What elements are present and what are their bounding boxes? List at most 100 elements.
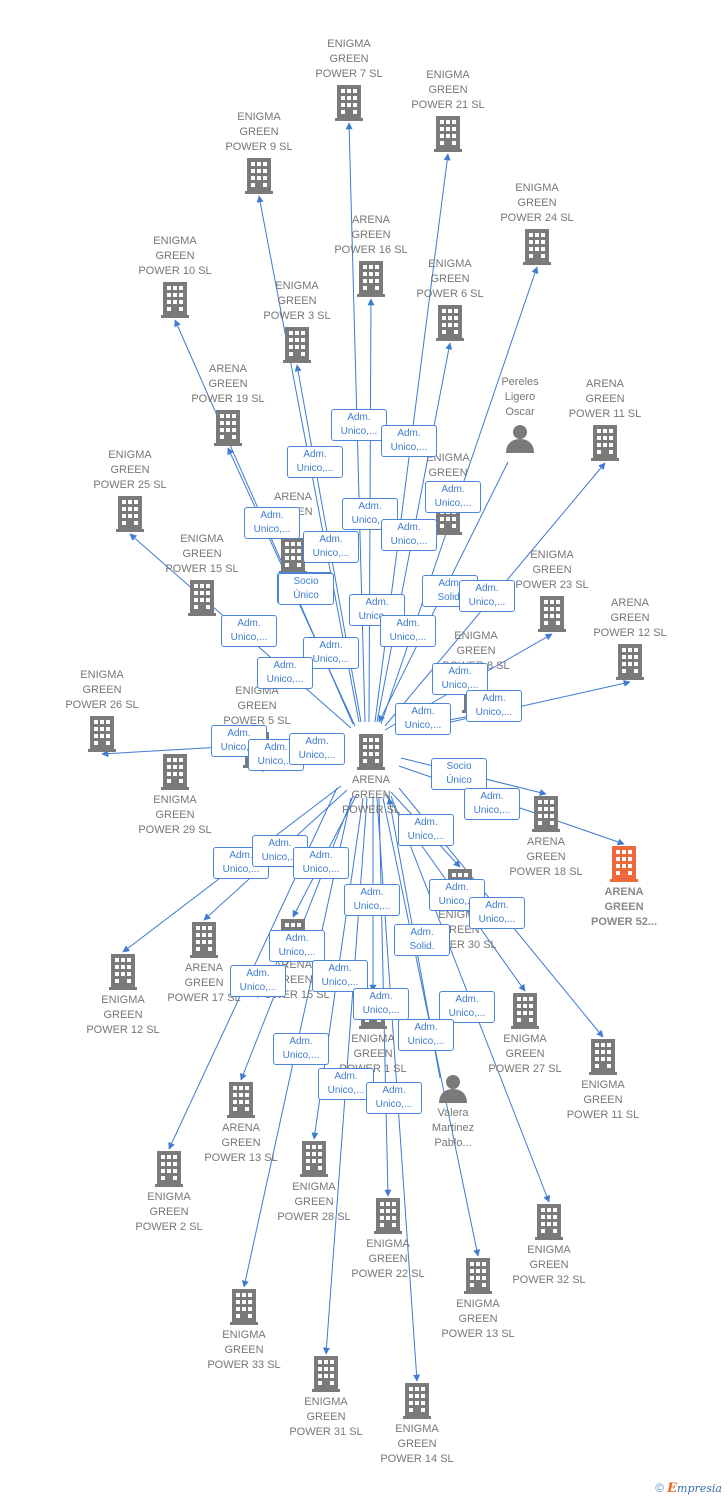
building-icon-n_e24[interactable] [523,229,551,265]
building-icon-n_e33[interactable] [230,1289,258,1325]
node-label-n_e25[interactable]: ENIGMA GREEN POWER 25 SL [93,449,167,491]
node-label-n_e8[interactable]: ENIGMA GREEN POWER 8 SL [442,630,510,672]
edge-role-label[interactable]: Adm. Unico,... [380,615,436,647]
node-label-n_e15[interactable]: ENIGMA GREEN POWER 15 SL [165,533,239,575]
edge-role-label[interactable]: Adm. Unico,... [425,481,481,513]
node-label-n_a16[interactable]: ARENA GREEN POWER 16 SL [334,214,408,256]
edge-role-label[interactable]: Adm. Unico,... [353,988,409,1020]
edge-role-label[interactable]: Adm. Unico,... [398,1019,454,1051]
building-icon-n_e9[interactable] [245,158,273,194]
node-label-n_e28[interactable]: ENIGMA GREEN POWER 28 SL [277,1181,351,1223]
building-icon-n_e32[interactable] [535,1204,563,1240]
edge-role-label[interactable]: Adm. Unico,... [213,847,269,879]
node-label-n_e22[interactable]: ENIGMA GREEN POWER 22 SL [351,1238,425,1280]
edge-role-label[interactable]: Adm. Unico,... [269,930,325,962]
edge-role-label[interactable]: Adm. Unico,... [221,615,277,647]
building-icon-n_a12top[interactable] [616,644,644,680]
node-label-n_valera[interactable]: Valera Martinez Pablo... [431,1107,475,1149]
building-icon-n_e22[interactable] [374,1198,402,1234]
edge-role-label[interactable]: Adm. Unico,... [293,847,349,879]
node-label-n_e11b[interactable]: ENIGMA GREEN POWER 11 SL [566,1079,640,1121]
edge-role-label[interactable]: Adm. Unico,... [303,531,359,563]
node-label-n_e13[interactable]: ENIGMA GREEN POWER 13 SL [441,1298,515,1340]
node-label-n_a11top[interactable]: ARENA GREEN POWER 11 SL [568,378,642,420]
building-icon-n_e10[interactable] [161,282,189,318]
edge-role-label[interactable]: Adm. Unico,... [257,657,313,689]
building-icon-n_e31[interactable] [312,1356,340,1392]
node-label-n_e21[interactable]: ENIGMA GREEN POWER 21 SL [411,69,485,111]
node-label-n_a52[interactable]: ARENA GREEN POWER 52... [590,886,658,928]
edge-role-label[interactable]: Adm. Unico,... [466,690,522,722]
node-label-n_a12top[interactable]: ARENA GREEN POWER 12 SL [593,597,667,639]
node-label-n_e2[interactable]: ENIGMA GREEN POWER 2 SL [135,1191,203,1233]
building-icon-n_e26[interactable] [88,716,116,752]
building-icon-n_e13[interactable] [464,1258,492,1294]
edge-role-label[interactable]: Adm. Unico,... [439,991,495,1023]
building-icon-n_e21[interactable] [434,116,462,152]
node-label-n_e26[interactable]: ENIGMA GREEN POWER 26 SL [65,669,139,711]
building-icon-n_e29[interactable] [161,754,189,790]
node-label-n_a18[interactable]: ARENA GREEN POWER 18 SL [509,836,583,878]
edge-role-label[interactable]: Adm. Unico,... [381,425,437,457]
edge-role-label[interactable]: Adm. Unico,... [244,507,300,539]
building-icon-n_e14[interactable] [403,1383,431,1419]
node-label-n_e12b[interactable]: ENIGMA GREEN POWER 12 SL [86,994,160,1036]
node-label-n_e33[interactable]: ENIGMA GREEN POWER 33 SL [207,1329,281,1371]
node-label-n_e23[interactable]: ENIGMA GREEN POWER 23 SL [515,549,589,591]
node-label-n_a19[interactable]: ARENA GREEN POWER 19 SL [191,363,265,405]
edge-role-label[interactable]: Socio Único [278,573,334,605]
edge-role-label[interactable]: Adm. Unico,... [366,1082,422,1114]
edge-role-label[interactable]: Adm. Solid. [394,924,450,956]
node-label-n_e10[interactable]: ENIGMA GREEN POWER 10 SL [138,235,212,277]
node-label-center[interactable]: ARENA GREEN POWER SL [341,774,401,816]
building-icon-n_e15[interactable] [188,580,216,616]
node-label-n_a13[interactable]: ARENA GREEN POWER 13 SL [204,1122,278,1164]
person-icon-n_pereles[interactable] [506,425,534,453]
edge-role-label[interactable]: Adm. Unico,... [381,519,437,551]
building-icon-n_a13[interactable] [227,1082,255,1118]
node-label-n_e5[interactable]: ENIGMA GREEN POWER 5 SL [223,685,291,727]
building-icon-n_a17[interactable] [190,922,218,958]
node-label-n_e7[interactable]: ENIGMA GREEN POWER 7 SL [315,38,383,80]
node-label-n_e9[interactable]: ENIGMA GREEN POWER 9 SL [225,111,293,153]
node-label-n_e3[interactable]: ENIGMA GREEN POWER 3 SL [263,280,331,322]
building-icon-n_a16[interactable] [357,261,385,297]
node-label-n_e14[interactable]: ENIGMA GREEN POWER 14 SL [380,1423,454,1465]
edge-role-label[interactable]: Adm. Unico,... [344,884,400,916]
edge-role-label[interactable]: Adm. Unico,... [273,1033,329,1065]
node-label-n_e29[interactable]: ENIGMA GREEN POWER 29 SL [138,794,212,836]
building-icon-n_e27[interactable] [511,993,539,1029]
building-icon-n_a52[interactable] [610,846,638,882]
node-label-n_e31[interactable]: ENIGMA GREEN POWER 31 SL [289,1396,363,1438]
building-icon-n_e3[interactable] [283,327,311,363]
edge-role-label[interactable]: Adm. Unico,... [342,498,398,530]
edge-role-label[interactable]: Adm. Unico,... [432,663,488,695]
building-icon-n_e28[interactable] [300,1141,328,1177]
edge-role-label[interactable]: Adm. Unico,... [312,960,368,992]
node-label-n_e27[interactable]: ENIGMA GREEN POWER 27 SL [488,1033,562,1075]
building-icon-n_a19[interactable] [214,410,242,446]
edge-role-label[interactable]: Adm. Unico,... [469,897,525,929]
building-icon-n_e25[interactable] [116,496,144,532]
building-icon-n_a11top[interactable] [591,425,619,461]
edge-role-label[interactable]: Adm. Unico,... [318,1068,374,1100]
edge-role-label[interactable]: Adm. Unico,... [331,409,387,441]
edge-role-label[interactable]: Adm. Unico,... [398,814,454,846]
building-icon-n_e23[interactable] [538,596,566,632]
building-icon-n_a18[interactable] [532,796,560,832]
edge-role-label[interactable]: Adm. Unico,... [395,703,451,735]
edge-role-label[interactable]: Adm. Unico,... [464,788,520,820]
edge-role-label[interactable]: Adm. Unico,... [459,580,515,612]
building-icon-n_e2[interactable] [155,1151,183,1187]
node-label-n_e32[interactable]: ENIGMA GREEN POWER 32 SL [512,1244,586,1286]
edge-role-label[interactable]: Adm. Unico,... [287,446,343,478]
edge-role-label[interactable]: Adm. Unico,... [289,733,345,765]
edge-role-label[interactable]: Adm. Unico,... [230,965,286,997]
building-icon-n_e11b[interactable] [589,1039,617,1075]
node-label-n_e6[interactable]: ENIGMA GREEN POWER 6 SL [416,258,484,300]
edge-role-label[interactable]: Socio Único [431,758,487,790]
building-icon-n_e12b[interactable] [109,954,137,990]
empresia-brand[interactable]: © Empresia [655,1481,722,1496]
node-label-n_e24[interactable]: ENIGMA GREEN POWER 24 SL [500,182,574,224]
node-label-n_pereles[interactable]: Pereles Ligero Oscar [501,376,539,418]
